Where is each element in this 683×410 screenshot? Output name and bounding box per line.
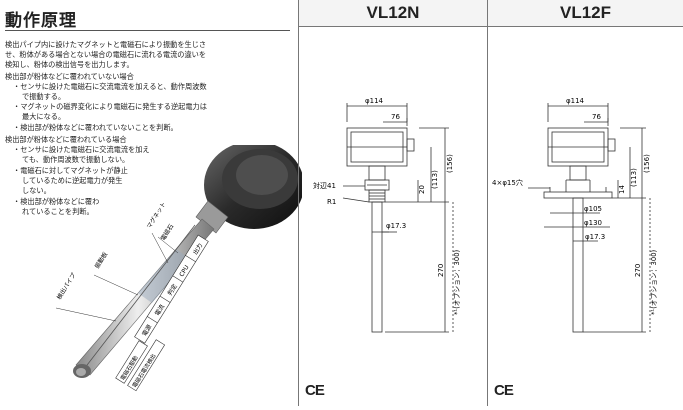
- dim-113: (113): [431, 170, 439, 189]
- model-column-vl12f: VL12F: [487, 0, 683, 406]
- dim-20: 20: [418, 185, 426, 194]
- dim-option-300: *¹(オプション：300): [650, 249, 658, 315]
- dim-270: 270: [634, 264, 642, 277]
- uncovered-line: ・検出部が粉体などに覆われていないことを判断。: [13, 123, 178, 132]
- dim-14: 14: [618, 185, 626, 194]
- vl12f-dimension-drawing: φ114 76 (156) (113) 14 4×φ15穴 φ105 φ130 …: [492, 97, 658, 333]
- model-name: VL12F: [488, 0, 683, 27]
- covered-line: ・電磁石に対してマグネットが静止: [13, 166, 128, 175]
- dim-hex41: 対辺41: [313, 181, 336, 190]
- dim-phi130: φ130: [584, 219, 602, 227]
- covered-heading: 検出部が粉体などに覆われている場合: [5, 135, 127, 144]
- dim-r1: R1: [327, 198, 336, 206]
- dim-76: 76: [391, 113, 400, 121]
- intro-line-1: 検出パイプ内に設けたマグネットと電磁石により振動を生じさ: [5, 40, 207, 49]
- principle-title: 動作原理: [5, 11, 77, 31]
- label-magnet: マグネット: [145, 200, 168, 230]
- intro-line-3: 検知し、粉体の検出信号を出力します。: [5, 60, 134, 69]
- sensor-cutaway-illustration: 検出パイプ 振動板 マグネット 電磁石 電源 電流 判定 CPU 出力 電磁石駆…: [55, 145, 302, 392]
- uncovered-heading: 検出部が粉体などに覆われていない場合: [5, 72, 134, 81]
- ce-mark: CE: [494, 382, 514, 399]
- dim-phi114: φ114: [365, 97, 384, 105]
- dim-76: 76: [592, 113, 601, 121]
- model-column-vl12n: VL12N: [298, 0, 487, 406]
- dim-phi105: φ105: [584, 205, 602, 213]
- dim-156: (156): [643, 154, 651, 173]
- ce-mark: CE: [305, 382, 325, 399]
- covered-line: れていることを判断。: [22, 207, 94, 216]
- dim-holes: 4×φ15穴: [492, 178, 523, 187]
- dim-113: (113): [630, 168, 638, 187]
- dim-phi17-3: φ17.3: [386, 222, 406, 230]
- dim-156: (156): [446, 154, 454, 173]
- intro-line-2: せ、粉体がある場合とない場合の電磁石に流れる電流の違いを: [5, 50, 207, 59]
- model-name: VL12N: [299, 0, 487, 27]
- dim-270: 270: [437, 264, 445, 277]
- label-detection-pipe: 検出パイプ: [55, 271, 78, 301]
- dim-option-300: *¹(オプション：300): [453, 249, 461, 315]
- covered-line: しているために逆起電力が発生: [22, 176, 123, 185]
- covered-line: しない。: [22, 186, 51, 195]
- uncovered-line: 最大になる。: [22, 112, 66, 121]
- covered-line: ても、動作周波数で振動しない。: [22, 155, 130, 164]
- covered-line: ・検出部が粉体などに覆わ: [13, 197, 100, 206]
- uncovered-line: ・センサに設けた電磁石に交流電流を加えると、動作周波数: [13, 82, 207, 91]
- title-divider: [5, 30, 290, 31]
- vl12n-dimension-drawing: φ114 76 (156) (113) 20 対辺41 R1 φ17.3 270…: [313, 97, 461, 333]
- label-electromagnet: 電磁石: [159, 223, 175, 243]
- dim-phi17-3: φ17.3: [585, 233, 605, 241]
- principle-section: 動作原理 検出パイプ内に設けたマグネットと電磁石により振動を生じさ せ、粉体があ…: [0, 0, 302, 406]
- uncovered-line: ・マグネットの磁界変化により電磁石に発生する逆起電力は: [13, 102, 207, 111]
- uncovered-line: で振動する。: [22, 92, 66, 101]
- label-vibration-plate: 振動板: [93, 251, 109, 271]
- dim-phi114: φ114: [566, 97, 585, 105]
- covered-line: ・センサに設けた電磁石に交流電流を加え: [13, 145, 150, 154]
